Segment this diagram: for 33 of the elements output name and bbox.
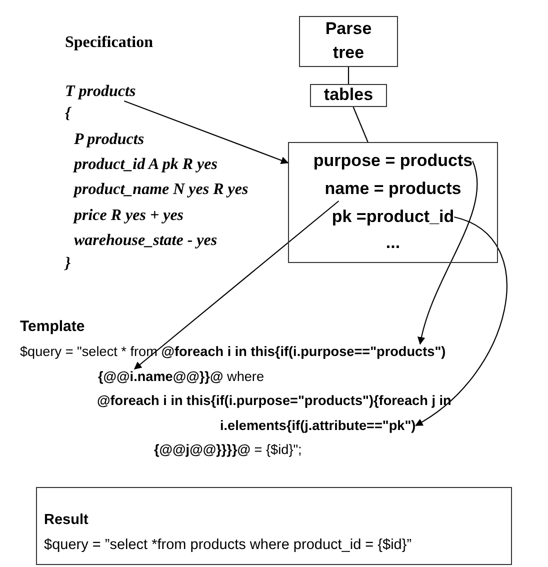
spec-heading: Specification [65, 34, 153, 52]
connector-line [352, 106, 368, 142]
code-line: {@@i.name@@}}@ where [98, 369, 264, 384]
box-label: tables [324, 85, 374, 105]
spec-line: warehouse_state - yes [74, 232, 218, 250]
result-heading: Result [44, 511, 88, 530]
template-heading: Template [20, 318, 85, 335]
code-line: {@@j@@}}}}@ = {$id}"; [154, 442, 302, 457]
arrow [415, 216, 508, 426]
result-query: $query = ”select *from products where product_id = {$id}” [44, 536, 412, 555]
spec-line: product_id A pk R yes [74, 156, 218, 174]
arrow [134, 200, 340, 370]
brace: } [65, 255, 71, 273]
attribute-line: name = products [324, 177, 462, 201]
spec-line: P products [74, 131, 144, 149]
process-box [310, 84, 387, 107]
brace: { [65, 105, 71, 123]
attribute-line: ... [386, 231, 400, 255]
spec-line: T products [65, 83, 136, 101]
code-line: i.elements{if(j.attribute=="pk") [220, 418, 416, 433]
attribute-line: pk =product_id [332, 205, 454, 229]
spec-line: price R yes + yes [74, 207, 184, 225]
arrow [124, 100, 289, 164]
result-box [36, 487, 512, 565]
code-line: @foreach i in this{if(i.purpose="products"){foreach j in [97, 393, 452, 408]
spec-line: product_name N yes R yes [74, 181, 248, 199]
attribute-line: purpose = products [313, 149, 473, 173]
arrow [418, 160, 478, 345]
box-label: Parse tree [324, 18, 373, 64]
attribute-box [288, 142, 498, 263]
code-line: $query = "select * from @foreach i in this{if(i.purpose=="products") [20, 344, 446, 359]
process-box [299, 16, 398, 67]
connector-line [348, 67, 350, 84]
